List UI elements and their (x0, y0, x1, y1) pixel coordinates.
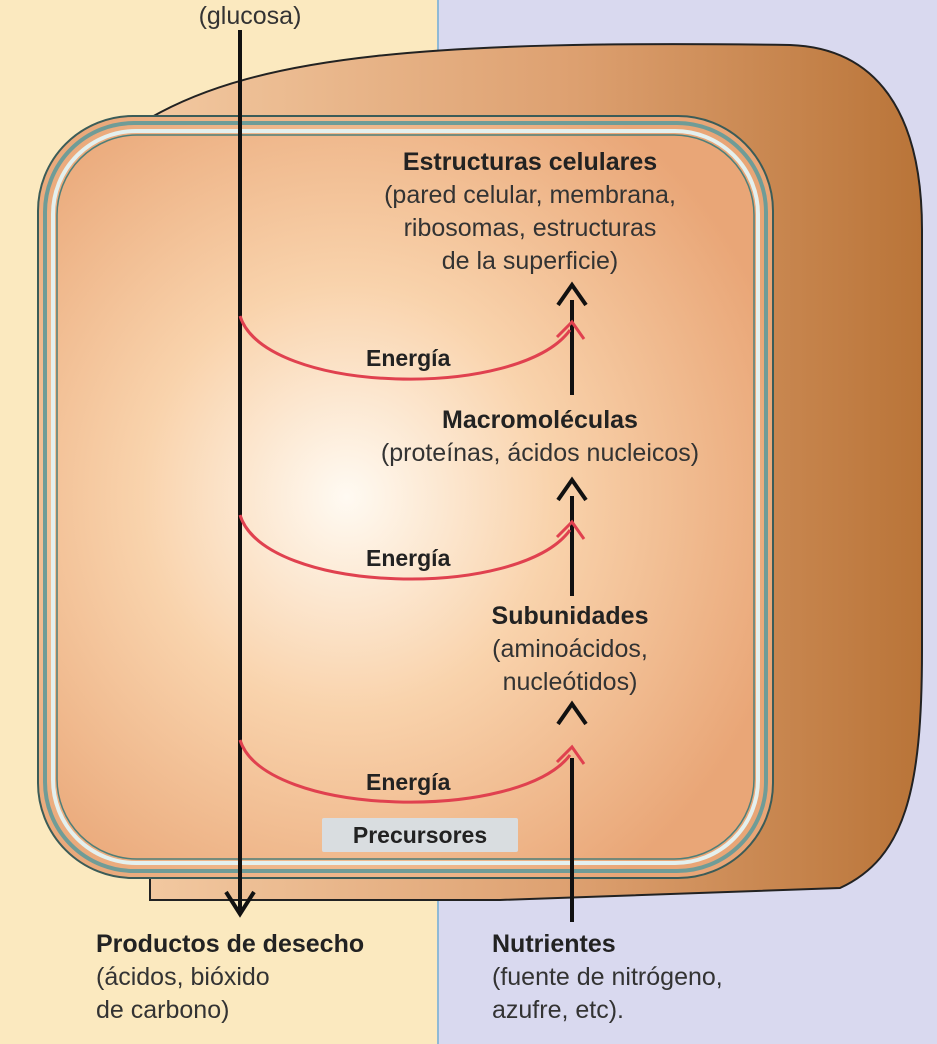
waste-line: de carbono) (96, 994, 436, 1027)
subunits-line: (aminoácidos, (440, 633, 700, 666)
structures-line: ribosomas, estructuras (330, 212, 730, 245)
structures-line: (pared celular, membrana, (330, 179, 730, 212)
subunits-title: Subunidades (440, 600, 700, 633)
waste-block: Productos de desecho (ácidos, bióxido de… (96, 928, 436, 1027)
macromolecules-block: Macromoléculas (proteínas, ácidos nuclei… (330, 404, 750, 470)
glucose-label: (glucosa) (160, 0, 340, 33)
energy-label-3: Energía (366, 766, 450, 799)
waste-line: (ácidos, bióxido (96, 961, 436, 994)
macromolecules-title: Macromoléculas (330, 404, 750, 437)
precursors-badge: Precursores (322, 818, 518, 852)
structures-block: Estructuras celulares (pared celular, me… (330, 146, 730, 278)
waste-title: Productos de desecho (96, 928, 436, 961)
macromolecules-line: (proteínas, ácidos nucleicos) (330, 437, 750, 470)
subunits-line: nucleótidos) (440, 666, 700, 699)
energy-label-2: Energía (366, 542, 450, 575)
structures-title: Estructuras celulares (330, 146, 730, 179)
nutrients-line: (fuente de nitrógeno, (492, 961, 832, 994)
energy-label-1: Energía (366, 342, 450, 375)
nutrients-line: azufre, etc). (492, 994, 832, 1027)
nutrients-title: Nutrientes (492, 928, 832, 961)
subunits-block: Subunidades (aminoácidos, nucleótidos) (440, 600, 700, 699)
nutrients-block: Nutrientes (fuente de nitrógeno, azufre,… (492, 928, 832, 1027)
structures-line: de la superficie) (330, 245, 730, 278)
